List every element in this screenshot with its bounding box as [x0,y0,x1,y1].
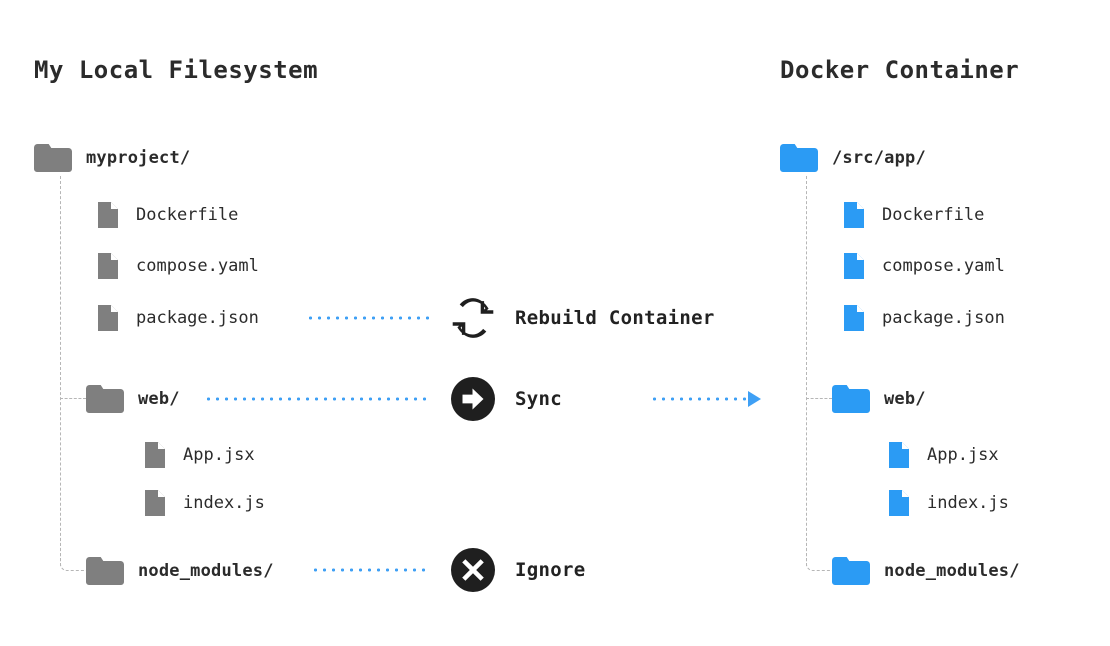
tree-row-label: compose.yaml [882,256,1005,276]
connector-package-json-to-rebuild [306,316,431,320]
file-icon [844,253,864,279]
file-icon [98,253,118,279]
file-icon [889,442,909,468]
action-sync[interactable]: Sync [451,377,562,421]
tree-row-label: App.jsx [927,445,999,465]
tree-row-local-app-jsx[interactable]: App.jsx [145,438,255,472]
file-icon [145,442,165,468]
tree-row-label: node_modules/ [884,561,1020,581]
file-icon [98,305,118,331]
tree-row-label: web/ [138,389,180,409]
folder-icon [86,384,124,414]
file-icon [145,490,165,516]
file-icon [889,490,909,516]
tree-row-local-root[interactable]: myproject/ [34,141,190,175]
tree-row-label: node_modules/ [138,561,274,581]
tree-row-local-web[interactable]: web/ [86,382,180,416]
tree-row-local-dockerfile[interactable]: Dockerfile [98,198,238,232]
x-circle-icon [451,548,495,592]
tree-row-label: myproject/ [86,148,191,168]
tree-row-label: App.jsx [183,445,255,465]
refresh-icon [451,296,495,340]
folder-icon [86,556,124,586]
tree-row-docker-compose-yaml[interactable]: compose.yaml [844,249,1005,283]
tree-row-docker-root[interactable]: /src/app/ [780,141,926,175]
folder-icon [34,143,72,173]
action-label: Rebuild Container [515,307,715,329]
action-ignore[interactable]: Ignore [451,548,585,592]
panel-title-docker: Docker Container [780,56,1020,84]
file-icon [844,305,864,331]
file-icon [98,202,118,228]
tree-row-local-compose-yaml[interactable]: compose.yaml [98,249,259,283]
tree-row-local-index-js[interactable]: index.js [145,486,265,520]
action-label: Ignore [515,559,586,581]
tree-row-docker-web[interactable]: web/ [832,382,926,416]
tree-stub-local-web [60,398,86,399]
arrow-head-sync [748,391,761,407]
tree-row-local-package-json[interactable]: package.json [98,301,259,335]
tree-row-label: compose.yaml [136,256,259,276]
folder-icon [832,384,870,414]
connector-sync-to-docker-web [650,397,748,401]
folder-icon [780,143,818,173]
tree-row-label: Dockerfile [136,205,239,225]
tree-row-local-node-modules[interactable]: node_modules/ [86,554,274,588]
tree-row-docker-index-js[interactable]: index.js [889,486,1009,520]
arrow-right-circle-icon [451,377,495,421]
tree-row-docker-node-modules[interactable]: node_modules/ [832,554,1020,588]
connector-web-to-sync [204,397,432,401]
connector-node-modules-to-ignore [311,568,431,572]
panel-title-local: My Local Filesystem [34,56,319,84]
action-label: Sync [515,388,562,410]
action-rebuild-container[interactable]: Rebuild Container [451,296,715,340]
folder-icon [832,556,870,586]
file-icon [844,202,864,228]
tree-stub-docker-web [806,398,832,399]
tree-row-label: /src/app/ [832,148,926,168]
tree-row-label: package.json [882,308,1005,328]
tree-row-docker-package-json[interactable]: package.json [844,301,1005,335]
tree-row-label: package.json [136,308,259,328]
tree-elbow-local-node-modules [60,540,87,571]
tree-trunk-local [60,176,61,566]
tree-elbow-docker-node-modules [806,540,833,571]
tree-trunk-docker [806,176,807,566]
tree-row-label: index.js [183,493,265,513]
tree-row-label: index.js [927,493,1009,513]
tree-row-label: Dockerfile [882,205,985,225]
tree-row-docker-app-jsx[interactable]: App.jsx [889,438,999,472]
tree-row-label: web/ [884,389,926,409]
tree-row-docker-dockerfile[interactable]: Dockerfile [844,198,984,232]
